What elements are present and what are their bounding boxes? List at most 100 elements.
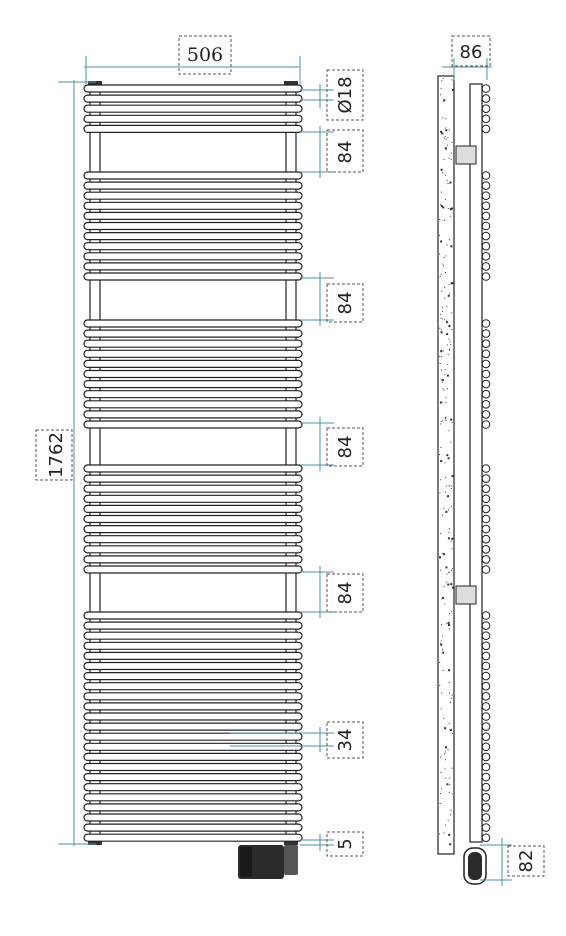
wall-speckle (440, 420, 442, 422)
wall-speckle (440, 708, 442, 710)
wall-speckle (451, 586, 454, 589)
wall-speckle (440, 369, 442, 371)
wall-speckle (445, 418, 447, 420)
wall-speckle (450, 702, 451, 703)
wall-speckle (446, 573, 448, 575)
bar-end (481, 833, 491, 843)
wall-speckle (445, 420, 447, 422)
horizontal-bar (83, 762, 303, 772)
wall-speckle (444, 768, 446, 770)
horizontal-bar (83, 712, 303, 721)
horizontal-bar (83, 181, 303, 190)
wall-speckle (449, 843, 452, 846)
wall-speckle (451, 767, 453, 769)
wall-speckle (451, 697, 453, 699)
bar-end (481, 410, 491, 419)
wall-speckle (440, 273, 442, 275)
wall-speckle (451, 694, 453, 696)
horizontal-bar (83, 484, 303, 493)
horizontal-bar (83, 329, 303, 338)
wall-speckle (447, 208, 449, 210)
wall-speckle (445, 777, 447, 779)
wall-speckle (444, 319, 446, 321)
wall-speckle (449, 349, 450, 351)
wall-speckle (446, 306, 448, 308)
wall-speckle (440, 479, 442, 481)
wall-speckle (440, 313, 442, 315)
wall-speckle (446, 374, 449, 377)
height-label: 1762 (46, 432, 67, 478)
wall-speckle (441, 379, 444, 382)
horizontal-bar (83, 722, 303, 731)
bar-end (481, 84, 491, 93)
wall-speckle (443, 158, 445, 160)
wall-speckle (442, 350, 444, 352)
wall-speckle (451, 312, 453, 314)
horizontal-bar (83, 349, 303, 358)
bar-end (481, 464, 491, 473)
bar-end (481, 319, 491, 328)
wall-speckle (440, 331, 443, 334)
bar-end (481, 329, 491, 338)
wall-speckle (445, 510, 448, 513)
wall-speckle (447, 137, 449, 139)
wall-speckle (448, 430, 450, 432)
horizontal-bar (83, 833, 303, 842)
left-rail-top-cap (88, 81, 102, 86)
wall-speckle (451, 548, 453, 550)
wall-speckle (449, 784, 451, 786)
wall-speckle (440, 240, 443, 243)
horizontal-bar (83, 682, 303, 691)
wall-speckle (446, 344, 448, 346)
horizontal-bar (83, 504, 303, 513)
side-rail (469, 83, 483, 843)
wall-speckle (449, 181, 452, 184)
bar-end (481, 241, 491, 251)
wall-speckle (450, 282, 453, 285)
wall-speckle (450, 540, 452, 542)
wall-speckle (443, 99, 446, 102)
bar-end (481, 400, 491, 409)
wall-speckle (447, 583, 450, 586)
wall-speckle (445, 118, 447, 120)
wall-speckle (448, 669, 451, 672)
gap-1-label: 84 (335, 141, 356, 164)
horizontal-bar (83, 191, 303, 200)
wall-speckle (442, 420, 444, 422)
horizontal-bar (83, 124, 303, 134)
wall-speckle (446, 179, 448, 181)
wall-speckle (440, 329, 442, 331)
horizontal-bar (83, 359, 303, 368)
bar-end (481, 661, 491, 671)
wall-speckle (447, 621, 450, 624)
wall-speckle (439, 235, 440, 237)
wall-speckle (444, 220, 446, 221)
wall-speckle (451, 537, 454, 540)
wall-speckle (440, 640, 442, 642)
wall-speckle (440, 317, 442, 319)
wall-speckle (444, 753, 446, 754)
wall-speckle (445, 138, 447, 140)
wall-speckle (442, 318, 444, 320)
wall-speckle (440, 205, 443, 208)
wall-speckle (439, 362, 441, 364)
wall-speckle (451, 475, 454, 478)
horizontal-bar (83, 221, 303, 231)
bar-end (481, 94, 491, 103)
wall-speckle (450, 441, 452, 443)
horizontal-bar (83, 252, 303, 261)
bar-end (481, 171, 491, 180)
bar-end (481, 545, 491, 554)
wall-speckle (442, 206, 445, 209)
wall-speckle (450, 343, 452, 345)
horizontal-bar (83, 464, 303, 473)
wall-speckle (448, 527, 450, 529)
wall-speckle (447, 457, 450, 460)
pitch-label: 34 (335, 729, 356, 752)
wall-speckle (441, 381, 443, 383)
wall-speckle (450, 611, 452, 613)
gap-2-label: 84 (335, 292, 356, 315)
wall-speckle (451, 732, 453, 734)
horizontal-bar (83, 94, 303, 103)
bar-end (481, 379, 491, 389)
